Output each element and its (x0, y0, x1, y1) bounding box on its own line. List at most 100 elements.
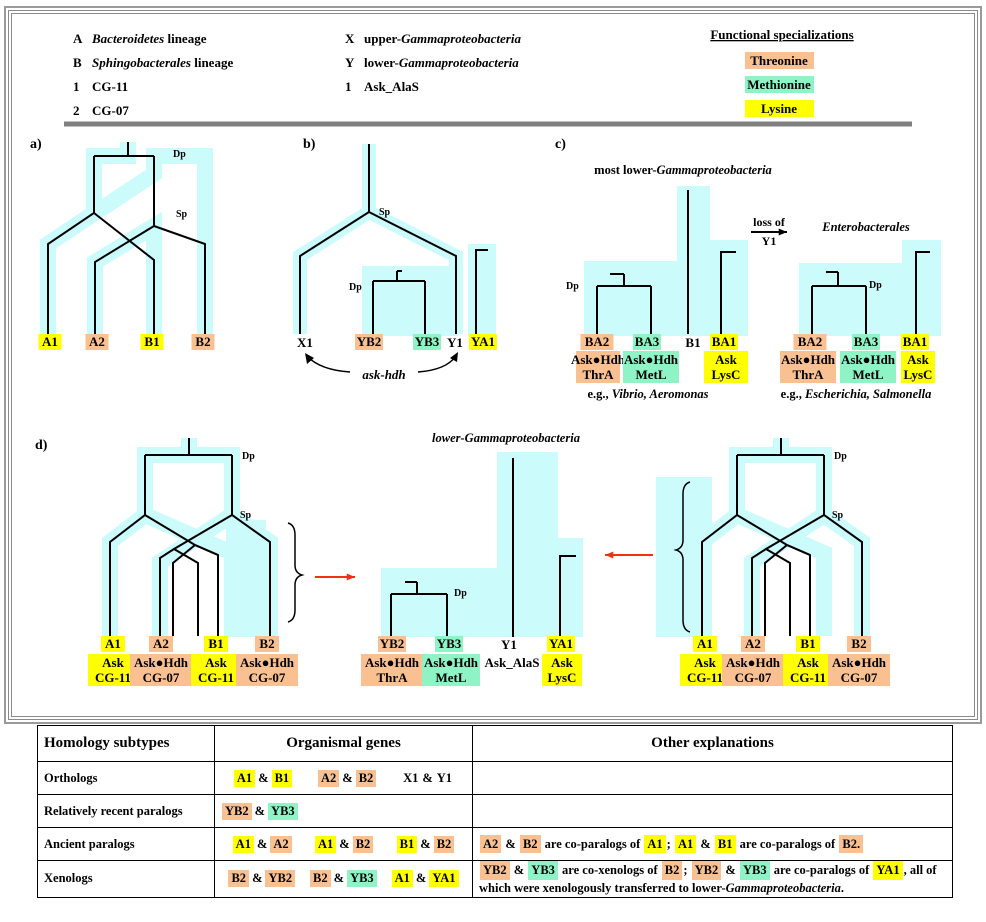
loss-label: loss of (753, 215, 786, 229)
gene-chip (780, 351, 836, 383)
gene-chip: A2 (480, 834, 502, 854)
shade-box (381, 568, 558, 637)
dp-label: Dp (869, 280, 882, 291)
legend-swatch-label: Threonine (750, 53, 808, 68)
legend-entry: lower-Gammaproteobacteria (364, 55, 519, 70)
leaf-label: YB2 (357, 334, 382, 349)
sp-label: Sp (379, 207, 391, 218)
gene-chip: YB3 (268, 802, 298, 820)
gene-label: Ask●Hdh (134, 655, 189, 670)
leaf-label: A2 (89, 334, 105, 349)
explanation-text: which were xenologously transferred to l… (479, 880, 844, 895)
leaf-label: A2 (745, 636, 761, 651)
functional-title: Functional specializations (710, 27, 853, 42)
explanation-text: & (510, 863, 528, 877)
gene-chip (88, 654, 138, 686)
tree-branch (764, 544, 788, 636)
legend-key: A (73, 31, 83, 46)
leaf-label: B1 (800, 636, 815, 651)
explanation-cell: A2 & B2 are co-paralogs of A1; A1 & B1 a… (472, 827, 953, 861)
legend-key: Y (345, 55, 355, 70)
leaf-chip (355, 334, 383, 350)
explanation-text: are co-paralogs of (770, 863, 873, 877)
gene-label: Ask●Hdh (365, 655, 420, 670)
connector: & (258, 770, 269, 785)
gene-label: Ask (205, 655, 227, 670)
connector: & (339, 836, 350, 851)
gene-pair: A1&A2 (232, 835, 293, 853)
gene-chip: B1 (271, 769, 293, 787)
leaf-chip (741, 636, 765, 652)
legend-key: B (73, 55, 82, 70)
connector: & (252, 871, 263, 886)
gene-pair: B1&B2 (396, 835, 456, 853)
panel-label-d: d) (35, 438, 48, 453)
gene-chip (901, 351, 935, 383)
explanation-cell: YB2 & YB3 are co-xenologs of B2; YB2 & Y… (472, 860, 953, 898)
legend-key: X (345, 31, 355, 46)
gene-chip: B2 (310, 870, 331, 888)
legend-swatch (745, 76, 814, 93)
gene-label: LysC (712, 367, 741, 382)
tree-branch (701, 455, 738, 636)
gene-pair: B2&YB3 (309, 870, 378, 888)
gene-label: Ask●Hdh (781, 352, 836, 367)
leaf-chip (140, 334, 164, 350)
homology-subtype: Xenologs (37, 860, 215, 898)
leaf-chip (580, 334, 614, 350)
panel-d-title: lower-Gammaproteobacteria (432, 431, 580, 445)
leaf-label: B2 (259, 636, 274, 651)
gene-pair: X1&Y1 (401, 771, 454, 786)
sp-label: Sp (176, 209, 188, 220)
gene-label: Ask (551, 655, 573, 670)
tree-branch (93, 212, 155, 334)
gene-label: Ask (797, 655, 819, 670)
dp-label: Dp (173, 149, 186, 160)
legend-entry: CG-11 (92, 79, 128, 94)
gene-chip: B2 (228, 870, 250, 888)
gene-chip: B2 (519, 834, 541, 854)
gene-chip: A2 (317, 769, 340, 787)
leaf-chip (901, 334, 929, 350)
gene-chip (623, 351, 679, 383)
tree-branch (559, 555, 576, 637)
explanation-cell (472, 761, 953, 795)
gene-chip: YB2 (265, 870, 296, 888)
leaf-label: YB3 (415, 334, 440, 349)
sp-label: Sp (832, 510, 844, 521)
homology-subtype: Ancient paralogs (37, 827, 215, 861)
homology-subtype: Relatively recent paralogs (37, 794, 215, 828)
arrow (417, 355, 457, 373)
gene-label: Ask (907, 352, 929, 367)
leaf-chip (85, 334, 109, 350)
legend-swatch (745, 100, 814, 117)
gene-chip (722, 654, 784, 686)
gene-chip (361, 654, 423, 686)
arrow-head (605, 551, 614, 559)
gene-chip: B1 (714, 834, 736, 854)
dp-label: Dp (242, 451, 255, 462)
panel-c-example-left: e.g., Vibrio, Aeromonas (587, 387, 708, 401)
gene-label: LysC (548, 670, 577, 685)
gene-chip (783, 654, 833, 686)
gene-chip (576, 351, 620, 383)
dp-label: Dp (566, 281, 579, 292)
gene-label: Ask●Hdh (424, 655, 479, 670)
leaf-label: B2 (195, 334, 210, 349)
arrow-head (305, 353, 314, 364)
tree-shadow (141, 507, 240, 636)
tree-branch (299, 211, 370, 334)
gene-chip: YB3 (739, 861, 770, 880)
panel-c-title-left: most lower-Gammaproteobacteria (594, 163, 772, 177)
gene-chip: A1 (233, 769, 256, 787)
gene-chip (840, 351, 896, 383)
gene-label: MetL (852, 367, 883, 382)
legend-swatch-label: Lysine (761, 101, 797, 116)
gene-label: Ask●Hdh (726, 655, 781, 670)
shade-box (362, 266, 458, 336)
gene-label: Ask●Hdh (571, 352, 626, 367)
